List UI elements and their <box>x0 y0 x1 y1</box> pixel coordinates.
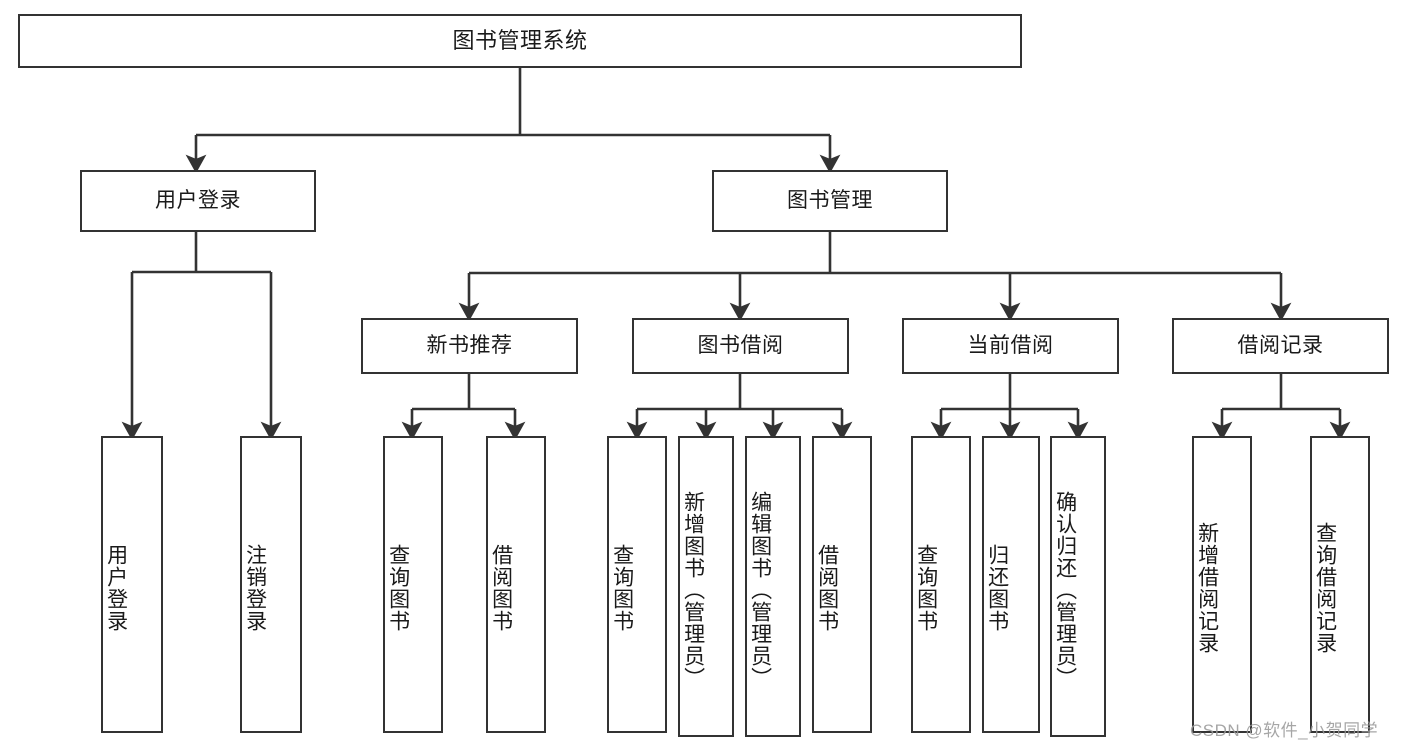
node-label: 新增图书（管理员） <box>681 490 705 689</box>
node-label: 图书借阅 <box>697 333 784 357</box>
node-label: 借阅图书 <box>815 543 839 632</box>
node-label: 查询图书 <box>610 543 634 632</box>
node-label: 用户登录 <box>104 543 128 632</box>
leaf-logout-login[interactable]: 注销登录 <box>240 436 302 733</box>
node-label: 新增借阅记录 <box>1195 521 1219 654</box>
leaf-edit-book-admin[interactable]: 编辑图书（管理员） <box>745 436 801 737</box>
leaf-return-book[interactable]: 归还图书 <box>982 436 1040 733</box>
node-current-borrow[interactable]: 当前借阅 <box>902 318 1119 374</box>
leaf-confirm-return-admin[interactable]: 确认归还（管理员） <box>1050 436 1106 737</box>
node-label: 借阅记录 <box>1237 333 1324 357</box>
node-label: 编辑图书（管理员） <box>748 490 772 689</box>
node-label: 图书管理 <box>787 188 873 212</box>
node-label: 用户登录 <box>155 188 241 212</box>
leaf-borrow-book-borrow[interactable]: 借阅图书 <box>812 436 872 733</box>
node-label: 新书推荐 <box>426 333 513 357</box>
leaf-query-book-recommend[interactable]: 查询图书 <box>383 436 443 733</box>
node-label: 查询借阅记录 <box>1313 521 1337 654</box>
node-label: 确认归还（管理员） <box>1053 490 1077 689</box>
csdn-watermark: CSDN @软件_小贺同学 <box>1190 721 1379 740</box>
node-label: 借阅图书 <box>489 543 513 632</box>
node-label: 查询图书 <box>386 543 410 632</box>
node-book-management[interactable]: 图书管理 <box>712 170 948 232</box>
node-borrow-record[interactable]: 借阅记录 <box>1172 318 1389 374</box>
node-user-login[interactable]: 用户登录 <box>80 170 316 232</box>
leaf-add-book-admin[interactable]: 新增图书（管理员） <box>678 436 734 737</box>
node-label: 查询图书 <box>914 543 938 632</box>
leaf-query-book-borrow[interactable]: 查询图书 <box>607 436 667 733</box>
leaf-borrow-book-recommend[interactable]: 借阅图书 <box>486 436 546 733</box>
leaf-user-login[interactable]: 用户登录 <box>101 436 163 733</box>
node-root-book-management-system[interactable]: 图书管理系统 <box>18 14 1022 68</box>
leaf-add-borrow-record[interactable]: 新增借阅记录 <box>1192 436 1252 733</box>
leaf-query-book-current[interactable]: 查询图书 <box>911 436 971 733</box>
node-label: 注销登录 <box>243 543 267 632</box>
node-new-book-recommend[interactable]: 新书推荐 <box>361 318 578 374</box>
leaf-query-borrow-record[interactable]: 查询借阅记录 <box>1310 436 1370 733</box>
node-label: 归还图书 <box>985 543 1009 632</box>
node-label: 当前借阅 <box>967 333 1054 357</box>
node-book-borrow[interactable]: 图书借阅 <box>632 318 849 374</box>
node-label: 图书管理系统 <box>452 28 588 54</box>
